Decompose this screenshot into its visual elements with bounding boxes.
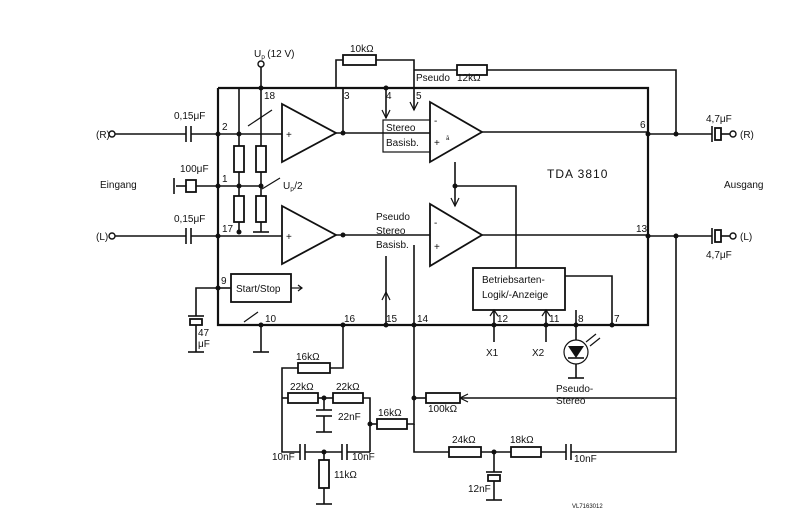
amplifier-r <box>281 102 338 164</box>
pin-8: 8 <box>578 314 584 325</box>
c-in-mid-label: 100μF <box>180 164 209 175</box>
amplifier-l <box>281 204 338 266</box>
logic-line2: Logik/-Anzeige <box>482 290 549 301</box>
resistor-22k-b <box>332 392 364 404</box>
c-12n-label: 12nF <box>468 484 491 495</box>
adjust-arrow-icon <box>247 109 273 127</box>
top-basis-label: Basisb. <box>386 138 419 149</box>
resistor-100k <box>425 392 461 404</box>
pin-6: 6 <box>640 120 646 131</box>
resistor-18k <box>510 446 542 458</box>
divider-resistor-r2 <box>233 195 245 223</box>
svg-text:+: + <box>286 130 292 141</box>
pin-3: 3 <box>344 91 350 102</box>
top-pseudo-label: Pseudo <box>416 73 450 84</box>
pin-5: 5 <box>416 91 422 102</box>
r-18k-label: 18kΩ <box>510 435 534 446</box>
pin-10: 10 <box>265 314 277 325</box>
svg-text:+: + <box>434 138 440 149</box>
resistor-16k-b <box>376 418 408 430</box>
output-r-terminal[interactable] <box>729 130 737 138</box>
resistor-24k <box>448 446 482 458</box>
c-in-l-label: 0,15μF <box>174 214 205 225</box>
output-l-terminal[interactable] <box>729 232 737 240</box>
pin-17: 17 <box>222 224 234 235</box>
c-start-unit: μF <box>198 339 210 350</box>
pin-9: 9 <box>221 276 227 287</box>
output-r-label: (R) <box>740 130 754 141</box>
pin-11: 11 <box>549 314 560 325</box>
x1-label: X1 <box>486 348 499 359</box>
figure-reference: VL7163012 <box>572 504 603 510</box>
pin-15: 15 <box>386 314 398 325</box>
c-10n-b-label: 10nF <box>352 452 375 463</box>
output-l-label: (L) <box>740 232 752 243</box>
input-l-terminal[interactable] <box>108 232 116 240</box>
pin-2: 2 <box>222 122 228 133</box>
svg-text:+: + <box>434 242 440 253</box>
led-icon <box>568 346 584 358</box>
resistor-16k-a <box>297 362 331 374</box>
chip-outline <box>216 86 650 327</box>
logic-block <box>472 267 566 311</box>
pin-18: 18 <box>264 91 276 102</box>
r-10k-label: 10kΩ <box>350 44 374 55</box>
c-start-label: 47 <box>198 328 210 339</box>
resistor-11k <box>318 459 330 489</box>
r-24k-label: 24kΩ <box>452 435 476 446</box>
bot-basis-label: Basisb. <box>376 240 409 251</box>
svg-text:+: + <box>286 232 292 243</box>
led-label-line2: Stereo <box>556 396 586 407</box>
r-22k-a-label: 22kΩ <box>290 382 314 393</box>
half-supply-label: UP/2 <box>283 181 303 194</box>
pin-7: 7 <box>614 314 620 325</box>
c-10n-c-label: 10nF <box>574 454 597 465</box>
r-12k-label: 12kΩ <box>457 73 481 84</box>
pin-16: 16 <box>344 314 356 325</box>
pin-14: 14 <box>417 314 429 325</box>
resistor-22k-a <box>287 392 319 404</box>
c-out-r-label: 4,7μF <box>706 114 732 125</box>
divider-resistor-r4 <box>255 195 267 223</box>
r-100k-label: 100kΩ <box>428 404 458 415</box>
chip-name: TDA 3810 <box>547 167 608 181</box>
x2-label: X2 <box>532 348 545 359</box>
bot-pseudo-label: Pseudo <box>376 212 410 223</box>
output-label: Ausgang <box>724 180 763 191</box>
pin-4: 4 <box>386 91 392 102</box>
input-l-label: (L) <box>96 232 108 243</box>
switch-amplifier-r <box>429 100 484 164</box>
c-22n-label: 22nF <box>338 412 361 423</box>
r-11k-label: 11kΩ <box>334 470 357 481</box>
logic-line1: Betriebsarten- <box>482 275 545 286</box>
pin-12: 12 <box>497 314 509 325</box>
r-16k-b-label: 16kΩ <box>378 408 402 419</box>
divider-resistor-r1 <box>233 145 245 173</box>
top-stereo-label: Stereo <box>386 123 416 134</box>
svg-text:-: - <box>434 218 437 229</box>
start-stop-label: Start/Stop <box>236 284 281 295</box>
pin-13: 13 <box>636 224 648 235</box>
bot-stereo-label: Stereo <box>376 226 406 237</box>
c-10n-a-label: 10nF <box>272 452 295 463</box>
c-out-l-label: 4,7μF <box>706 250 732 261</box>
c-in-r-label: 0,15μF <box>174 111 205 122</box>
supply-label: UP(12 V) <box>254 49 294 62</box>
svg-text:-: - <box>434 116 437 127</box>
r-16k-a-label: 16kΩ <box>296 352 320 363</box>
input-r-terminal[interactable] <box>108 130 116 138</box>
svg-text:ā: ā <box>446 136 450 142</box>
led-label-line1: Pseudo- <box>556 384 593 395</box>
pin-1: 1 <box>222 174 228 185</box>
resistor-10k <box>342 54 377 66</box>
input-r-label: (R) <box>96 130 110 141</box>
r-22k-b-label: 22kΩ <box>336 382 360 393</box>
switch-amplifier-l <box>429 202 484 268</box>
input-label: Eingang <box>100 180 137 191</box>
divider-resistor-r3 <box>255 145 267 173</box>
